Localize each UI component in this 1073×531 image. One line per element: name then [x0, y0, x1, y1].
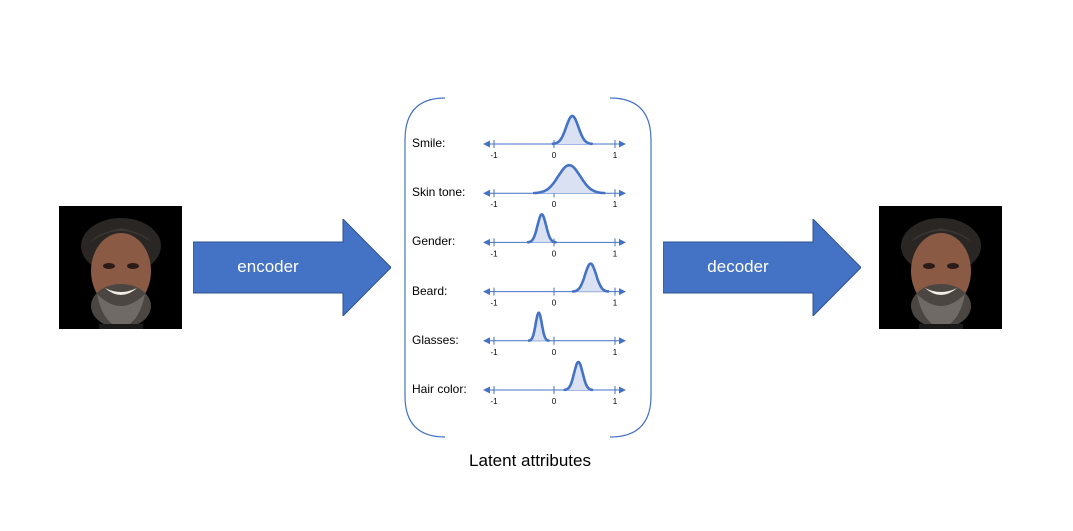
encoder-label: encoder: [237, 257, 299, 276]
encoder-arrow: encoder: [193, 219, 391, 316]
axis-arrow-left: [483, 337, 490, 345]
axis-arrow-right: [619, 238, 626, 246]
axis-arrow-left: [483, 386, 490, 394]
axis-arrow-right: [619, 189, 626, 197]
tick-label: 0: [552, 200, 557, 209]
tick-label: -1: [490, 151, 498, 160]
decoder-label: decoder: [707, 257, 769, 276]
tick-label: 0: [552, 249, 557, 258]
tick-label: 0: [552, 397, 557, 406]
tick-label: -1: [490, 200, 498, 209]
attribute-label: Skin tone:: [412, 185, 466, 200]
distribution-curve: [526, 212, 557, 244]
tick-label: 1: [613, 397, 618, 406]
distribution-fill: [573, 263, 609, 292]
tick-label: 1: [613, 348, 618, 357]
distribution-fill: [534, 165, 605, 194]
tick-label: 1: [613, 299, 618, 308]
axis-arrow-left: [483, 189, 490, 197]
latent-attributes-title: Latent attributes: [469, 451, 591, 470]
attribute-label: Smile:: [412, 136, 446, 150]
input-face-image: [59, 206, 182, 329]
axis-arrow-right: [619, 140, 626, 148]
distribution-curve: [532, 163, 606, 195]
left-bracket: [404, 97, 446, 438]
tick-label: 0: [552, 151, 557, 160]
tick-label: 1: [613, 200, 618, 209]
decoder-arrow: decoder: [663, 219, 861, 316]
distribution-fill: [552, 116, 592, 144]
distribution-curve: [571, 262, 610, 293]
distribution-curve: [563, 360, 594, 392]
distribution-curve: [551, 114, 594, 146]
face-portrait-icon: [879, 206, 1002, 329]
attribute-label: Glasses:: [412, 332, 459, 347]
axis-arrow-left: [483, 238, 490, 246]
distribution-curve: [527, 311, 550, 342]
axis-arrow-left: [483, 140, 490, 148]
tick-label: -1: [490, 249, 498, 258]
attribute-label: Hair color:: [412, 382, 467, 396]
tick-label: -1: [490, 348, 498, 357]
tick-label: -1: [490, 299, 498, 308]
tick-label: 1: [613, 249, 618, 258]
tick-label: 0: [552, 299, 557, 308]
axis-arrow-left: [483, 288, 490, 296]
attribute-label: Gender:: [412, 234, 456, 249]
attribute-label: Beard:: [412, 283, 448, 298]
tick-label: 1: [613, 151, 618, 160]
tick-label: -1: [490, 397, 498, 406]
output-face-image: [879, 206, 1002, 329]
axis-arrow-right: [619, 288, 626, 296]
tick-label: 0: [552, 348, 557, 357]
face-portrait-icon: [59, 206, 182, 329]
axis-arrow-right: [619, 386, 626, 394]
axis-arrow-right: [619, 337, 626, 345]
right-bracket: [609, 97, 652, 438]
